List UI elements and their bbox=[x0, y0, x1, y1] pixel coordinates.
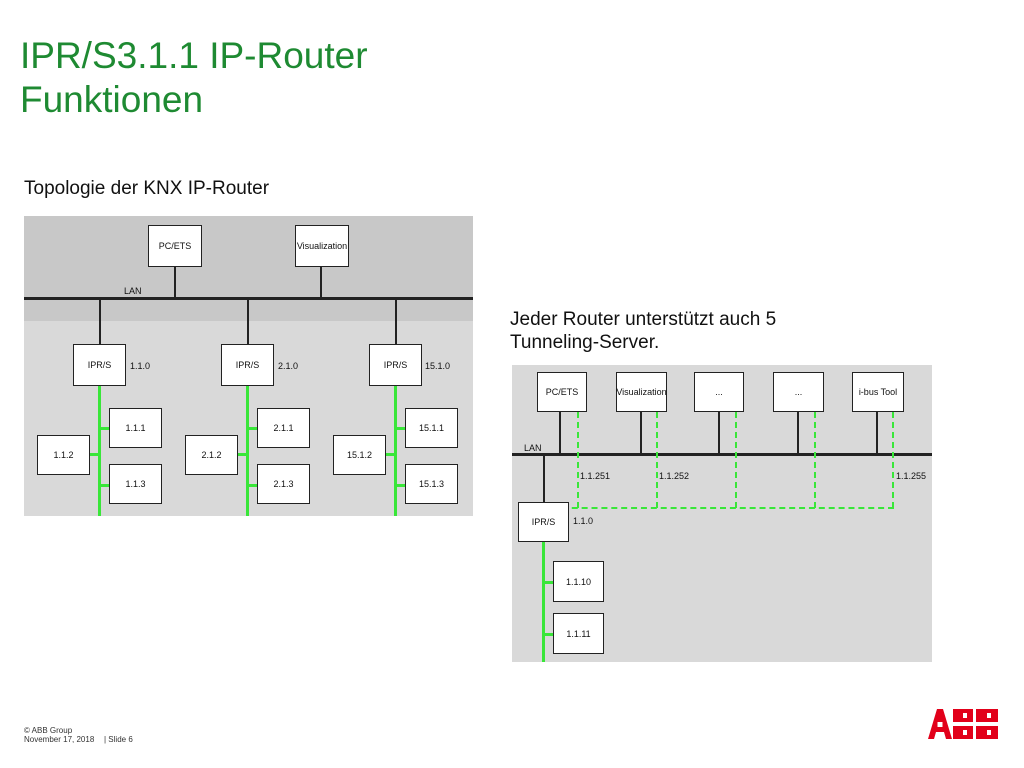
router-1-box: IPR/S bbox=[73, 344, 126, 386]
router-3-uplink bbox=[395, 299, 397, 344]
device-box: 1.1.2 bbox=[37, 435, 90, 475]
topology-heading: Topologie der KNX IP-Router bbox=[24, 178, 270, 199]
device-box: 1.1.11 bbox=[553, 613, 604, 654]
footer-date: November 17, 2018 bbox=[24, 735, 95, 744]
tunnel-address: 1.1.255 bbox=[896, 471, 927, 481]
lan-label: LAN bbox=[524, 443, 542, 453]
device-box: 15.1.1 bbox=[405, 408, 458, 448]
router-2-address: 2.1.0 bbox=[278, 361, 299, 371]
topology-diagram: LAN PC/ETS Visualization IPR/S 1.1.0 1.1… bbox=[24, 216, 473, 516]
r2-stub-c bbox=[249, 484, 257, 487]
device-stub bbox=[545, 633, 553, 636]
slide-subtitle-green: Funktionen bbox=[20, 79, 204, 120]
placeholder-device-box: ... bbox=[773, 372, 824, 412]
ibus-tool-box: i-bus Tool bbox=[852, 372, 904, 412]
visualization-box: Visualization bbox=[295, 225, 349, 267]
r1-stub-b bbox=[90, 453, 98, 456]
tunnel-address: 1.1.251 bbox=[580, 471, 611, 481]
router-uplink bbox=[543, 455, 545, 503]
device-box: 1.1.10 bbox=[553, 561, 604, 602]
device-4-link bbox=[797, 411, 799, 454]
r2-stub-a bbox=[249, 427, 257, 430]
lan-label: LAN bbox=[124, 286, 142, 296]
router-3-line bbox=[394, 386, 397, 516]
device-box: 2.1.3 bbox=[257, 464, 310, 504]
device-stub bbox=[545, 581, 553, 584]
tunnel-address: 1.1.252 bbox=[659, 471, 690, 481]
tunnel-link bbox=[892, 412, 894, 508]
r2-stub-b bbox=[238, 453, 246, 456]
pc-ets-link bbox=[559, 411, 561, 454]
router-1-line bbox=[98, 386, 101, 516]
pc-ets-link bbox=[174, 266, 176, 298]
tunneling-note: Jeder Router unterstützt auch 5 Tunnelin… bbox=[510, 309, 777, 353]
tunnel-link bbox=[735, 412, 737, 508]
device-box: 1.1.1 bbox=[109, 408, 162, 448]
slide-number: | Slide 6 bbox=[104, 735, 133, 744]
knx-line bbox=[542, 542, 545, 662]
device-box: 15.1.2 bbox=[333, 435, 386, 475]
tunneling-diagram: LAN PC/ETS Visualization ... ... i-bus T… bbox=[512, 365, 932, 662]
ibus-tool-link bbox=[876, 411, 878, 454]
pc-ets-box: PC/ETS bbox=[537, 372, 587, 412]
r1-stub-a bbox=[101, 427, 109, 430]
device-box: 15.1.3 bbox=[405, 464, 458, 504]
device-box: 1.1.3 bbox=[109, 464, 162, 504]
router-2-line bbox=[246, 386, 249, 516]
tunnel-link bbox=[577, 412, 579, 508]
router-3-box: IPR/S bbox=[369, 344, 422, 386]
tunnel-link bbox=[814, 412, 816, 508]
router-2-box: IPR/S bbox=[221, 344, 274, 386]
lan-bus bbox=[512, 453, 932, 456]
router-3-address: 15.1.0 bbox=[425, 361, 451, 371]
r3-stub-a bbox=[397, 427, 405, 430]
r3-stub-b bbox=[386, 453, 394, 456]
device-3-link bbox=[718, 411, 720, 454]
abb-logo bbox=[928, 709, 1000, 744]
router-address: 1.1.0 bbox=[573, 516, 594, 526]
device-box: 2.1.2 bbox=[185, 435, 238, 475]
slide-title: IPR/S3.1.1 IP-Router bbox=[20, 35, 368, 76]
device-box: 2.1.1 bbox=[257, 408, 310, 448]
visualization-link bbox=[640, 411, 642, 454]
placeholder-device-box: ... bbox=[694, 372, 744, 412]
router-1-uplink bbox=[99, 299, 101, 344]
visualization-link bbox=[320, 266, 322, 298]
visualization-box: Visualization bbox=[616, 372, 667, 412]
router-box: IPR/S bbox=[518, 502, 569, 542]
r3-stub-c bbox=[397, 484, 405, 487]
tunnel-link bbox=[656, 412, 658, 508]
r1-stub-c bbox=[101, 484, 109, 487]
lan-bus bbox=[24, 297, 473, 300]
pc-ets-box: PC/ETS bbox=[148, 225, 202, 267]
copyright: © ABB Group bbox=[24, 726, 73, 735]
tunnel-bus bbox=[552, 507, 894, 509]
router-2-uplink bbox=[247, 299, 249, 344]
router-1-address: 1.1.0 bbox=[130, 361, 151, 371]
